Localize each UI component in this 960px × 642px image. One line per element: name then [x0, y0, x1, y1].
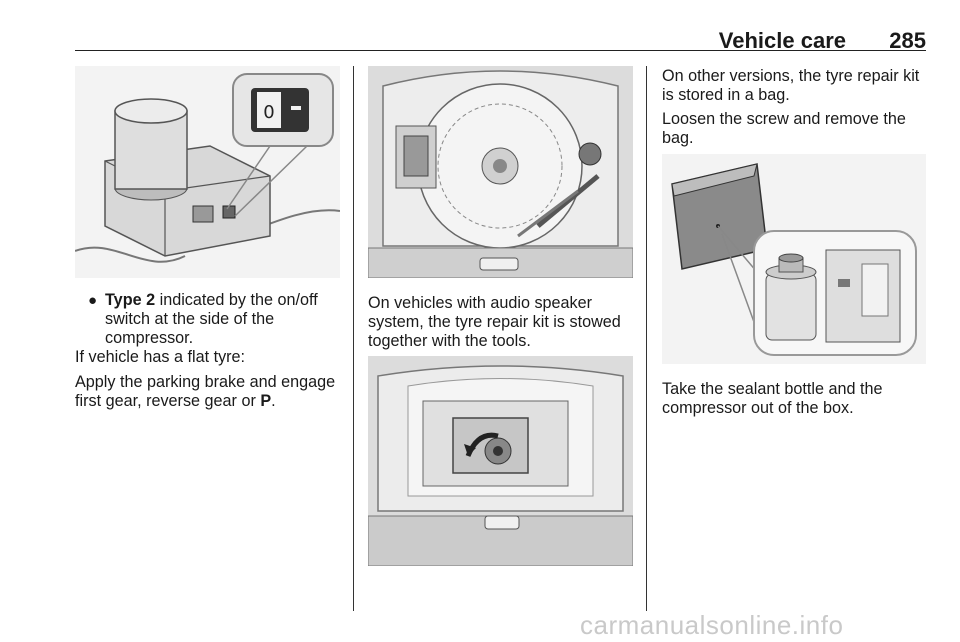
parking-brake-instruction: Apply the parking brake and engage first…	[75, 373, 336, 410]
page-header: Vehicle care 285	[75, 22, 926, 53]
svg-text:0: 0	[263, 102, 274, 123]
bullet-dot: ●	[88, 292, 98, 309]
column-divider-right	[646, 66, 647, 611]
take-sealant-text: Take the sealant bottle and the compress…	[662, 380, 883, 417]
spare-wheel-well-figure	[368, 66, 633, 278]
compressor-switch-figure: 0	[75, 66, 340, 278]
watermark: carmanualsonline.info	[580, 610, 844, 640]
repair-kit-with-tools-figure	[368, 356, 633, 566]
loosen-screw-text: Loosen the screw and remove the bag.	[662, 110, 906, 147]
bag-storage-text: On other versions, the tyre repair kit i…	[662, 67, 920, 104]
page-number: 285	[889, 28, 926, 53]
flat-tyre-intro: If vehicle has a flat tyre:	[75, 348, 246, 366]
column-divider-left	[353, 66, 354, 611]
audio-speaker-text: On vehicles with audio speaker system, t…	[368, 294, 621, 350]
section-title: Vehicle care	[718, 28, 846, 53]
sealant-bag-figure	[662, 154, 926, 364]
header-rule	[75, 50, 926, 51]
type2-bullet-text: Type 2 indicated by the on/off switch at…	[105, 291, 318, 347]
type2-label: Type 2	[105, 291, 156, 309]
